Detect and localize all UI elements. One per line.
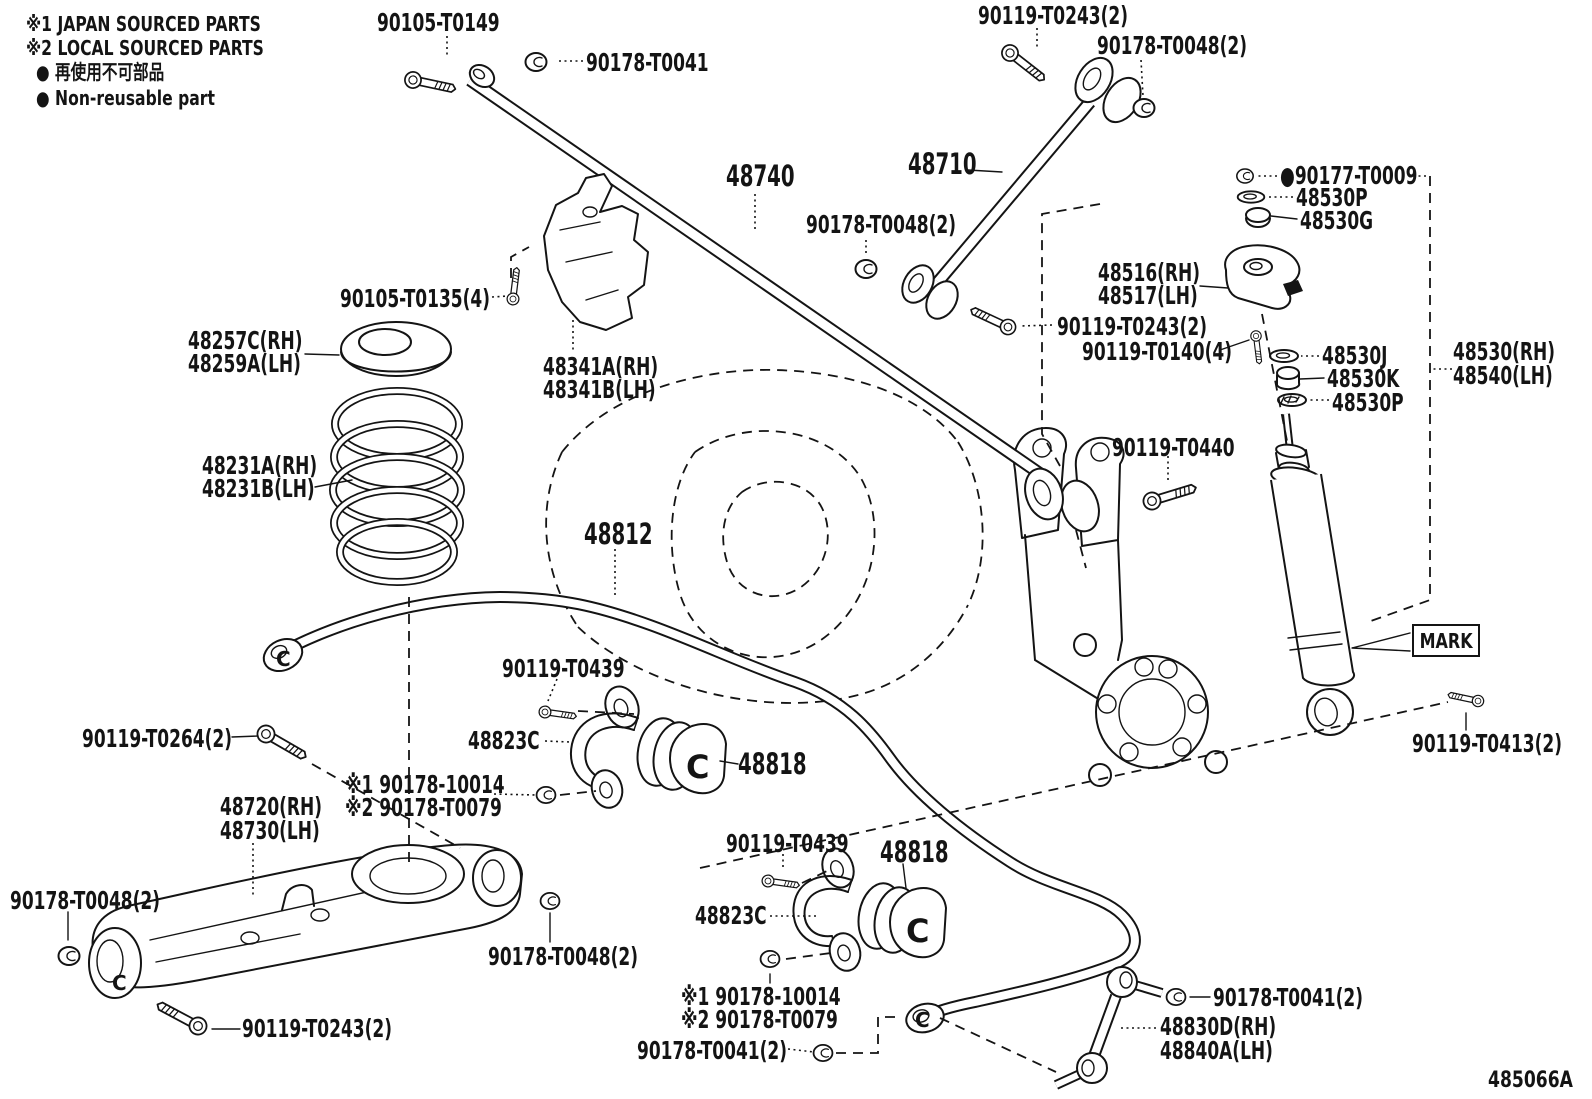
part-label-90178-T0048: 90178-T0048(2) [806, 210, 956, 239]
part-label-48830D-RH: 48830D(RH) [1160, 1012, 1277, 1041]
coil-spring-48231 [329, 387, 465, 586]
part-label-90178-10014: ※1 90178-10014 [681, 982, 841, 1011]
part-label-48231A-RH: 48231A(RH) [202, 451, 318, 480]
part-label-90178-T0041: 90178-T0041 [586, 48, 709, 77]
part-label-90119-T0140: 90119-T0140(4) [1082, 337, 1232, 366]
part-label-90119-T0243: 90119-T0243(2) [242, 1014, 392, 1043]
part-label-48823C: 48823C [695, 901, 767, 930]
part-label-48530K: 48530K [1327, 364, 1400, 393]
legend-japan-sourced: ※1 JAPAN SOURCED PARTS [26, 12, 261, 36]
part-label-90178-T0048: 90178-T0048(2) [488, 942, 638, 971]
part-label-48740: 48740 [726, 159, 795, 193]
part-label-90119-T0243: 90119-T0243(2) [1057, 312, 1207, 341]
part-label-48812: 48812 [584, 517, 653, 551]
shock-mount-parts [1224, 168, 1307, 407]
part-label-48823C: 48823C [468, 726, 540, 755]
part-label-90178-10014: ※1 90178-10014 [345, 770, 505, 799]
part-label-90178-T0041: 90178-T0041(2) [1213, 983, 1363, 1012]
leader-lines [67, 28, 1467, 1053]
part-label-48730-LH: 48730(LH) [220, 816, 320, 845]
part-label-48259A-LH: 48259A(LH) [188, 349, 301, 378]
part-label-48530G: 48530G [1300, 206, 1374, 235]
part-label-48818: 48818 [880, 835, 949, 869]
part-label-48710: 48710 [908, 147, 977, 181]
part-label-90119-T0413: 90119-T0413(2) [1412, 729, 1562, 758]
stamp-c: C [686, 748, 709, 786]
part-label-90178-T0041: 90178-T0041(2) [637, 1036, 787, 1065]
lower-control-arm-48720: C [88, 843, 523, 999]
part-label-48530J: 48530J [1322, 341, 1388, 370]
mark-tag: MARK [1412, 624, 1480, 657]
part-label-48231B-LH: 48231B(LH) [202, 474, 315, 503]
part-label-90178-T0048: 90178-T0048(2) [1097, 31, 1247, 60]
part-label-90178-T0079: ※2 90178-T0079 [345, 793, 502, 822]
part-label-48530-RH: 48530(RH) [1453, 337, 1555, 366]
part-label-90119-T0439: 90119-T0439 [502, 654, 625, 683]
part-label-90119-T0264: 90119-T0264(2) [82, 724, 232, 753]
legend-local-sourced: ※2 LOCAL SOURCED PARTS [26, 36, 264, 60]
stamp-c: C [276, 647, 291, 671]
part-label-48530P: 48530P [1332, 388, 1404, 417]
part-label-90178-T0048: 90178-T0048(2) [10, 886, 160, 915]
stamp-c: C [906, 912, 929, 950]
stabilizer-bar-48812: C C [262, 590, 1141, 1034]
upper-control-rod-48710 [901, 56, 1142, 320]
part-label-90177-T0009: ●90177-T0009 [1280, 161, 1418, 190]
part-label-90178-T0079: ※2 90178-T0079 [681, 1005, 838, 1034]
part-label-90105-T0149: 90105-T0149 [377, 8, 500, 37]
part-label-48818: 48818 [738, 747, 807, 781]
part-label-48720-RH: 48720(RH) [220, 792, 322, 821]
stamp-c: C [915, 1008, 930, 1032]
bump-stop-48341 [543, 173, 649, 331]
stabilizer-bracket-set-lower: C [792, 847, 947, 972]
spring-seat-insulator-48257 [340, 321, 452, 377]
legend-nonreusable-en: ● Non-reusable part [36, 86, 215, 110]
part-label-48516-RH: 48516(RH) [1098, 258, 1200, 287]
part-label-48540-LH: 48540(LH) [1453, 361, 1553, 390]
stabilizer-bracket-set-upper: C [569, 685, 727, 809]
stamp-c: C [112, 971, 127, 995]
stabilizer-link-48830 [1053, 966, 1164, 1090]
assembly-dashed-lines [311, 203, 1449, 1073]
legend-nonreusable-jp: ● 再使用不可部品 [36, 60, 165, 84]
part-label-90105-T0135: 90105-T0135(4) [340, 284, 490, 313]
shock-absorber-48530 [1270, 413, 1356, 736]
part-label-90119-T0243: 90119-T0243(2) [978, 1, 1128, 30]
figure-code: 485066A [1488, 1068, 1573, 1093]
part-label-48257C-RH: 48257C(RH) [188, 326, 303, 355]
part-label-48840A-LH: 48840A(LH) [1160, 1036, 1273, 1065]
lateral-control-rod-48740 [466, 63, 1100, 533]
part-label-90119-T0439: 90119-T0439 [726, 829, 849, 858]
part-label-90119-T0440: 90119-T0440 [1112, 433, 1235, 462]
part-label-48341A-RH: 48341A(RH) [543, 352, 659, 381]
part-label-48517-LH: 48517(LH) [1098, 281, 1198, 310]
part-label-48530P: 48530P [1296, 183, 1368, 212]
part-label-48341B-LH: 48341B(LH) [543, 375, 656, 404]
